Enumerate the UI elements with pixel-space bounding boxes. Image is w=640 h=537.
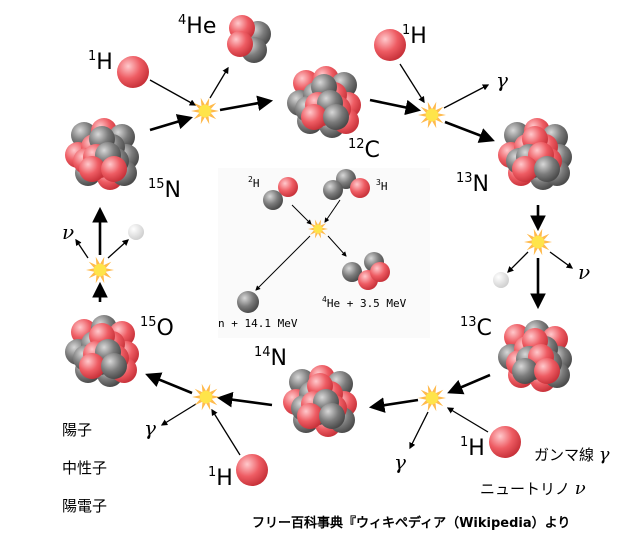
arrow-positron2-out: [107, 239, 129, 259]
positron-1: [493, 272, 509, 288]
inset-arrow-helium-out: [327, 235, 347, 257]
proton: [297, 403, 323, 429]
arrow-gamma2-out: [409, 411, 429, 450]
nitrogen-13-label: 13N: [456, 171, 490, 197]
neutrino-2-label: ν: [62, 220, 75, 244]
nitrogen-15-nucleus: [65, 118, 139, 190]
legend-proton-label: 陽子: [62, 421, 93, 439]
arrow-positron1-out: [507, 251, 529, 273]
arrow-neutrino2-out: [75, 238, 89, 259]
arrow-flash4-to-n14: [368, 397, 419, 413]
inset-arrow-deuterium-in: [291, 204, 312, 225]
flash-6: [86, 256, 114, 284]
inset-arrows: [255, 199, 347, 291]
arrow-gamma3-out: [160, 403, 197, 426]
bottom-left-proton: [236, 454, 268, 486]
reaction-flashes: [86, 97, 552, 412]
inset-particles: [237, 169, 390, 313]
inset-tritium-label: 3H: [376, 178, 388, 193]
gamma-3-label: γ: [144, 416, 156, 440]
oxygen-15-label: 15O: [140, 315, 174, 341]
inset-helium-energy-label: 4He + 3.5 MeV: [322, 295, 407, 310]
arrow-neutrino1-out: [549, 251, 574, 269]
helium-4-nucleus: [227, 15, 271, 63]
proton: [301, 104, 327, 130]
carbon-12-label: 12C: [348, 137, 380, 163]
he4-proton-2: [370, 262, 390, 282]
flash-3: [524, 228, 552, 256]
arrow-helium-out: [209, 66, 229, 99]
arrow-top-left-proton-in: [149, 79, 197, 106]
arrow-top-right-proton-in: [399, 63, 425, 104]
legend-positron-label: 陽電子: [62, 497, 108, 515]
arrow-c13-to-flash4: [447, 373, 491, 395]
free-neutron: [237, 291, 259, 313]
deuterium-proton: [278, 177, 298, 197]
arrow-bottom-right-proton-in: [446, 407, 489, 433]
top-left-proton: [117, 56, 149, 88]
neutron: [534, 156, 560, 182]
tritium-neutron-2: [323, 180, 343, 200]
wikipedia-credit: フリー百科事典『ウィキペディア（Wikipedia）より: [252, 516, 571, 531]
arrow-n15-to-flash1: [149, 114, 193, 132]
nitrogen-14-label: 14N: [254, 345, 288, 371]
carbon-13-nucleus: [498, 320, 572, 392]
proton: [79, 156, 105, 182]
carbon-13-label: 13C: [460, 315, 492, 341]
bottom-left-hydrogen-label: 1H: [208, 465, 233, 491]
neutron: [323, 104, 349, 130]
he4-neutron-2: [342, 262, 362, 282]
reaction-arrows: [75, 63, 574, 456]
legend-neutron-label: 中性子: [62, 459, 108, 477]
proton: [79, 353, 105, 379]
proton: [227, 31, 253, 57]
flash-5: [192, 383, 220, 411]
proton: [512, 156, 538, 182]
nitrogen-14-nucleus: [283, 365, 357, 437]
inset-deuterium-label: 2H: [248, 175, 260, 190]
arrow-gamma1-out: [443, 84, 490, 109]
arrow-c12-to-flash2: [369, 98, 422, 116]
tritium-proton: [350, 178, 370, 198]
carbon-12-nucleus: [287, 66, 361, 138]
legend-gamma-label: ガンマ線 γ: [534, 444, 610, 465]
flash-1: [191, 97, 219, 125]
neutron: [512, 358, 538, 384]
arrow-flash2-to-n13: [444, 120, 495, 143]
arrow-flash1-to-c12: [219, 95, 274, 112]
bottom-right-hydrogen-label: 1H: [460, 435, 485, 461]
nitrogen-13-nucleus: [498, 118, 572, 190]
top-left-hydrogen-label: 1H: [88, 49, 113, 75]
inset-flash: [308, 219, 328, 239]
gamma-1-label: γ: [496, 68, 508, 92]
inset-neutron-energy-label: n + 14.1 MeV: [218, 317, 298, 330]
nitrogen-15-label: 15N: [148, 177, 182, 203]
neutron: [101, 353, 127, 379]
positron-2: [128, 224, 144, 240]
top-right-hydrogen-label: 1H: [402, 23, 427, 49]
flash-4: [418, 384, 446, 412]
inset-arrow-tritium-in: [324, 199, 341, 223]
legend-neutrino-label: ニュートリノ ν: [480, 478, 586, 499]
proton: [534, 358, 560, 384]
helium-4-label: 4He: [178, 13, 217, 39]
gamma-2-label: γ: [394, 450, 406, 474]
bottom-right-proton: [489, 426, 521, 458]
flash-2: [418, 101, 446, 129]
proton: [101, 156, 127, 182]
arrow-flash5-to-o15: [145, 372, 193, 395]
arrow-n14-to-flash5: [216, 391, 273, 408]
oxygen-15-nucleus: [65, 315, 139, 387]
neutron: [319, 403, 345, 429]
neutrino-1-label: ν: [578, 260, 591, 284]
legend: [0, 405, 128, 537]
top-right-proton: [374, 29, 406, 61]
deuterium-neutron: [263, 190, 283, 210]
particles: [17, 15, 572, 517]
inset-arrow-neutron-out: [255, 235, 311, 291]
arrow-bottom-left-proton-in: [211, 408, 241, 456]
